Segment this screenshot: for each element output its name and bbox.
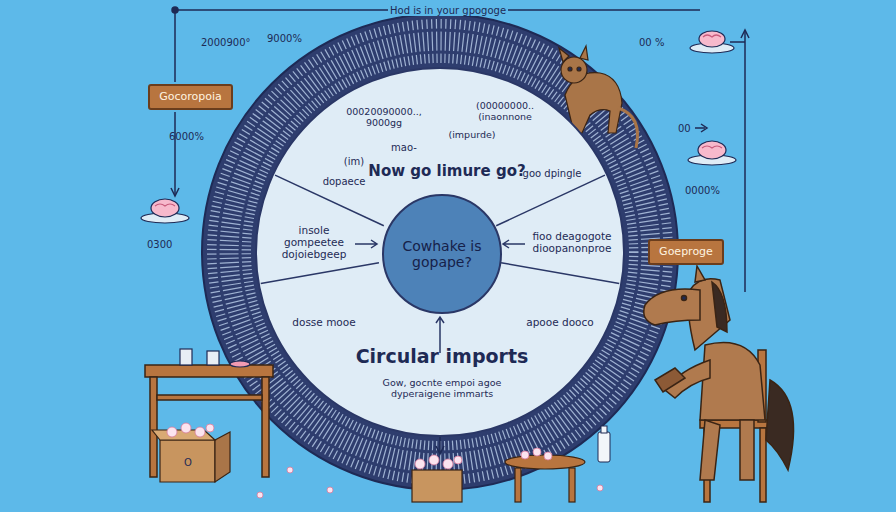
number-label: 00 % — [637, 37, 666, 48]
segment-text: (im) — [344, 156, 364, 168]
segment-text: (impurde) — [449, 130, 496, 141]
segment-text: insole gompeetee dojoiebgeep — [269, 224, 359, 260]
segment-text: mao- — [391, 142, 417, 154]
number-label: 2000900° — [199, 37, 253, 48]
segment-text: (00000000..(inaonnone — [455, 101, 555, 123]
number-label: 00 — [676, 123, 693, 134]
number-label: 0000% — [683, 185, 722, 196]
segment-text: dosse mooe — [292, 316, 355, 328]
wooden-sign: Gocoropoia — [148, 84, 233, 110]
segment-text: Circular imports — [356, 346, 529, 368]
segment-text: Now go limure go? — [368, 163, 525, 180]
segment-text: 00020090000.., 9000gg — [329, 107, 439, 129]
number-label: 0300 — [145, 239, 174, 250]
segment-text: Gow, gocnte empoi agoe dyperaigene immar… — [357, 378, 527, 400]
node-text: Goeproge — [659, 246, 713, 259]
segment-text: fioo deagogote dioopanonproe — [524, 230, 620, 254]
segment-text: goo dpingle — [522, 168, 582, 180]
segment-text: dopaece — [323, 176, 366, 188]
number-label: 9000% — [265, 33, 304, 44]
hub-circle: Cowhake is gopape? — [382, 194, 502, 314]
node-text: Cowhake is gopape? — [392, 238, 492, 270]
number-label: 6000% — [167, 131, 206, 142]
segment-text: apooe dooco — [526, 316, 593, 328]
node-text: Gocoropoia — [159, 91, 222, 104]
box-mark: O — [182, 457, 194, 468]
title-note: Hod is in your gpogoge — [388, 5, 508, 16]
wooden-sign: Goeproge — [648, 239, 724, 265]
wheel-disc: Cowhake is gopape? 00020090000.., 9000gg (… — [255, 67, 625, 437]
